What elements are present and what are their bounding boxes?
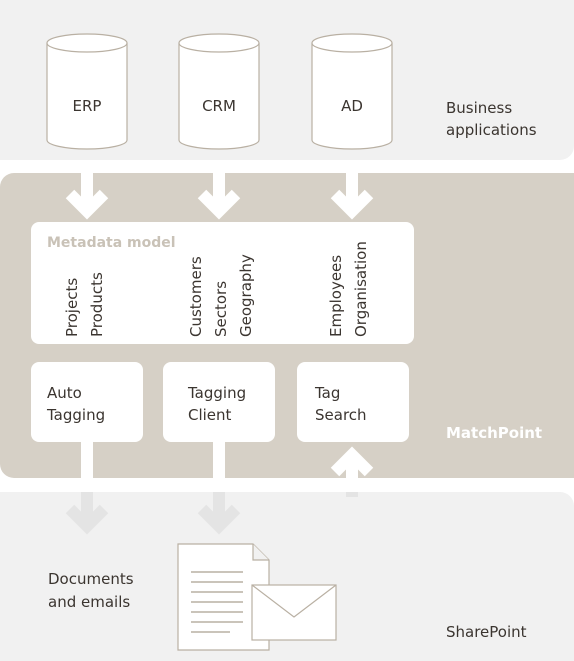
tag-search-box <box>297 362 409 442</box>
arrow-down-erp-icon <box>65 160 109 220</box>
auto-tagging-label: Auto Tagging <box>47 382 105 426</box>
tagging-client-label-line2: Client <box>188 406 232 424</box>
arrow-down-ad-icon <box>330 160 374 220</box>
crm-database-icon <box>178 33 260 150</box>
erp-database-icon <box>46 33 128 150</box>
arrow-up-tag-search-icon <box>330 446 374 497</box>
business-applications-label-line2: applications <box>446 121 537 139</box>
matchpoint-label: MatchPoint <box>446 424 543 442</box>
metadata-item-employees: Employees <box>327 254 345 337</box>
arrow-down-auto-tagging-icon <box>65 442 109 535</box>
auto-tagging-label-line2: Tagging <box>47 406 106 424</box>
metadata-model-box <box>31 222 414 344</box>
business-applications-label: Business applications <box>446 97 537 141</box>
tagging-client-label-line1: Tagging <box>188 384 247 402</box>
auto-tagging-label-line1: Auto <box>47 384 82 402</box>
metadata-item-customers: Customers <box>187 256 205 337</box>
metadata-model-title: Metadata model <box>47 235 176 251</box>
document-icon <box>177 543 270 651</box>
business-applications-label-line1: Business <box>446 99 513 117</box>
arrow-down-crm-icon <box>197 160 241 220</box>
metadata-item-sectors: Sectors <box>212 280 230 337</box>
arrow-down-tagging-client-icon <box>197 442 241 535</box>
auto-tagging-box <box>31 362 143 442</box>
metadata-item-organisation: Organisation <box>352 241 370 337</box>
documents-and-emails-label: Documents and emails <box>48 568 134 614</box>
documents-label-line1: Documents <box>48 570 134 588</box>
tag-search-label-line2: Search <box>315 406 367 424</box>
tagging-client-label: Tagging Client <box>188 382 246 426</box>
crm-label: CRM <box>202 97 236 115</box>
ad-database-icon <box>311 33 393 150</box>
metadata-item-geography: Geography <box>237 254 255 337</box>
tag-search-label-line1: Tag <box>315 384 341 402</box>
tag-search-label: Tag Search <box>315 382 367 426</box>
metadata-item-projects: Projects <box>63 277 81 337</box>
metadata-item-products: Products <box>88 272 106 337</box>
envelope-icon <box>251 584 337 641</box>
sharepoint-label: SharePoint <box>446 623 527 641</box>
tagging-client-box <box>163 362 275 442</box>
erp-label: ERP <box>72 97 102 115</box>
ad-label: AD <box>341 97 363 115</box>
documents-label-line2: and emails <box>48 593 131 611</box>
